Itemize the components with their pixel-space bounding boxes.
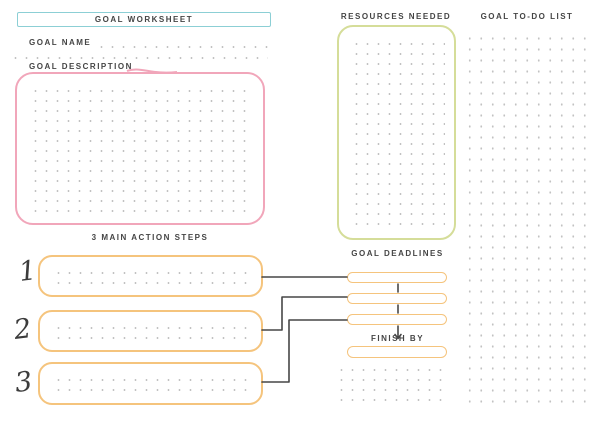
- action-step-1-field[interactable]: [38, 255, 263, 297]
- step-2-dot-grid: [50, 320, 251, 342]
- step-number-1: 1: [17, 255, 39, 288]
- goal-description-label: GOAL DESCRIPTION: [29, 62, 133, 71]
- goal-name-input-line-2[interactable]: [7, 50, 268, 60]
- goal-description-dot-grid: [27, 83, 253, 214]
- finish-by-label: FINISH BY: [370, 334, 425, 343]
- resources-dot-grid: [348, 36, 445, 229]
- resources-label: RESOURCES NEEDED: [340, 12, 452, 21]
- goal-name-label: GOAL NAME: [29, 38, 92, 47]
- connector-step2-deadline2: [261, 296, 348, 331]
- deadlines-notes-area[interactable]: [333, 362, 449, 405]
- action-step-3-field[interactable]: [38, 362, 263, 405]
- resources-field[interactable]: [337, 25, 456, 240]
- todo-field[interactable]: [461, 30, 592, 405]
- deadlines-label: GOAL DEADLINES: [351, 249, 444, 258]
- action-step-2-field[interactable]: [38, 310, 263, 352]
- deadline-field-1[interactable]: [347, 272, 447, 283]
- finish-by-field[interactable]: [347, 346, 447, 358]
- step-number-2: 2: [12, 313, 34, 346]
- page-title: GOAL WORKSHEET: [94, 15, 194, 24]
- deadline-field-2[interactable]: [347, 293, 447, 304]
- goal-name-input-line[interactable]: [93, 39, 268, 49]
- deadline-field-3[interactable]: [347, 314, 447, 325]
- todo-label: GOAL TO-DO LIST: [480, 12, 574, 21]
- step-3-dot-grid: [50, 372, 251, 395]
- action-steps-heading: 3 MAIN ACTION STEPS: [91, 233, 209, 242]
- goal-description-field[interactable]: [15, 72, 265, 225]
- step-1-dot-grid: [50, 265, 251, 287]
- worksheet-title-box: GOAL WORKSHEET: [17, 12, 271, 27]
- step-number-3: 3: [13, 366, 35, 399]
